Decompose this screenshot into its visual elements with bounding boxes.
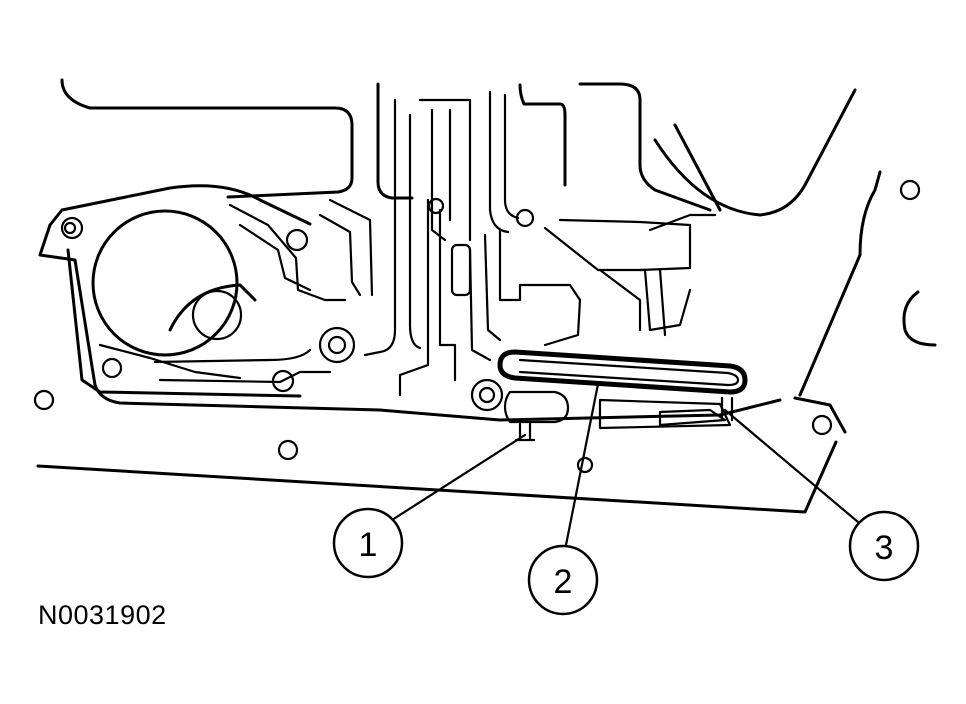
large-bore	[91, 209, 257, 380]
valve-body-plate	[36, 184, 847, 514]
callout-3-number: 3	[875, 529, 894, 567]
leader-line-1	[390, 433, 527, 522]
fluid-passages	[153, 90, 717, 397]
housing-outline	[60, 78, 937, 397]
callout-2: 2	[527, 544, 599, 616]
leader-line-2	[564, 382, 600, 547]
leader-line-3	[723, 408, 860, 524]
callout-1-number: 1	[359, 526, 378, 564]
figure-id-label: N0031902	[38, 600, 167, 630]
seal-component	[497, 349, 748, 395]
callout-3: 3	[848, 510, 920, 582]
leader-lines	[390, 382, 860, 547]
bolt-holes	[33, 179, 921, 474]
callout-1: 1	[332, 507, 404, 579]
callout-2-number: 2	[554, 563, 573, 601]
